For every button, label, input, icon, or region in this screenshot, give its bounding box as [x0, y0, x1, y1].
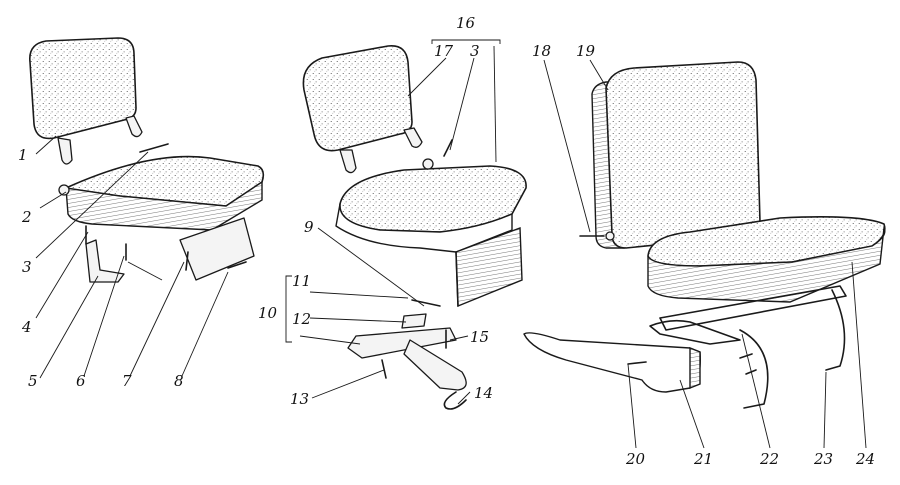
- right-side-panel: [523, 332, 701, 393]
- callout-17: 17: [434, 42, 454, 60]
- callout-24: 24: [855, 450, 875, 468]
- right-bolt: [739, 353, 753, 359]
- middle-seat-box: [335, 203, 513, 253]
- callout-3: 3: [22, 258, 32, 276]
- left-bolt: [139, 143, 169, 153]
- callout-21: 21: [693, 450, 713, 468]
- middle-seat-assembly: [302, 45, 527, 410]
- callout-4: 4: [21, 318, 32, 336]
- middle-backrest: [302, 45, 413, 152]
- left-backrest-hinge: [125, 115, 143, 138]
- right-side-panel-face: [689, 346, 701, 390]
- right-frame-leg: [739, 329, 769, 409]
- callout-18: 18: [532, 42, 551, 60]
- middle-bolt: [381, 359, 387, 379]
- leader-lines: [35, 39, 867, 449]
- left-bolt: [185, 251, 189, 271]
- left-base-plate: [179, 217, 255, 281]
- callout-22: 22: [759, 450, 779, 468]
- right-backrest: [605, 61, 761, 249]
- left-pivot: [58, 184, 70, 196]
- callout-5: 5: [28, 372, 38, 390]
- callout-6: 6: [76, 372, 86, 390]
- middle-knob: [422, 158, 434, 170]
- callout-9: 9: [304, 218, 314, 236]
- callout-20: 20: [625, 450, 646, 468]
- middle-hook: [443, 391, 467, 410]
- callout-23: 23: [813, 450, 833, 468]
- callout-11: 11: [292, 272, 311, 290]
- right-seat-assembly: [523, 61, 886, 409]
- callout-labels: 1 2 3 4 5 6 7 8 9 10 11 12 13 14 15 16 1…: [18, 14, 875, 468]
- callout-3: 3: [470, 42, 480, 60]
- middle-bolt: [411, 299, 441, 307]
- callout-19: 19: [576, 42, 596, 60]
- callout-16: 16: [456, 14, 476, 32]
- middle-bracket-arm: [403, 339, 467, 391]
- callout-12: 12: [292, 310, 311, 328]
- right-frame: [659, 285, 847, 331]
- callout-15: 15: [470, 328, 489, 346]
- right-frame-tube: [649, 319, 741, 345]
- callout-10: 10: [258, 304, 278, 322]
- left-backrest-hinge: [57, 137, 73, 165]
- left-backrest: [29, 37, 137, 140]
- middle-backrest-hinge: [403, 127, 423, 148]
- middle-bolt: [443, 139, 453, 157]
- left-bolt: [227, 261, 247, 269]
- right-seat-cushion-side: [647, 225, 886, 303]
- callout-7: 7: [122, 372, 132, 390]
- left-seat-assembly: [29, 37, 265, 283]
- middle-bracket: [347, 327, 457, 359]
- callout-13: 13: [290, 390, 309, 408]
- left-bracket: [85, 239, 125, 283]
- callout-2: 2: [21, 208, 32, 226]
- callout-8: 8: [174, 372, 184, 390]
- left-seat-cushion-side: [65, 180, 263, 231]
- right-frame-leg: [825, 289, 846, 371]
- middle-backrest-hinge: [339, 149, 357, 174]
- middle-seat-box-edge: [455, 251, 459, 307]
- right-bolt: [627, 361, 647, 365]
- right-washer: [605, 231, 615, 241]
- callout-1: 1: [18, 146, 28, 164]
- callout-14: 14: [474, 384, 493, 402]
- middle-clip: [401, 313, 427, 329]
